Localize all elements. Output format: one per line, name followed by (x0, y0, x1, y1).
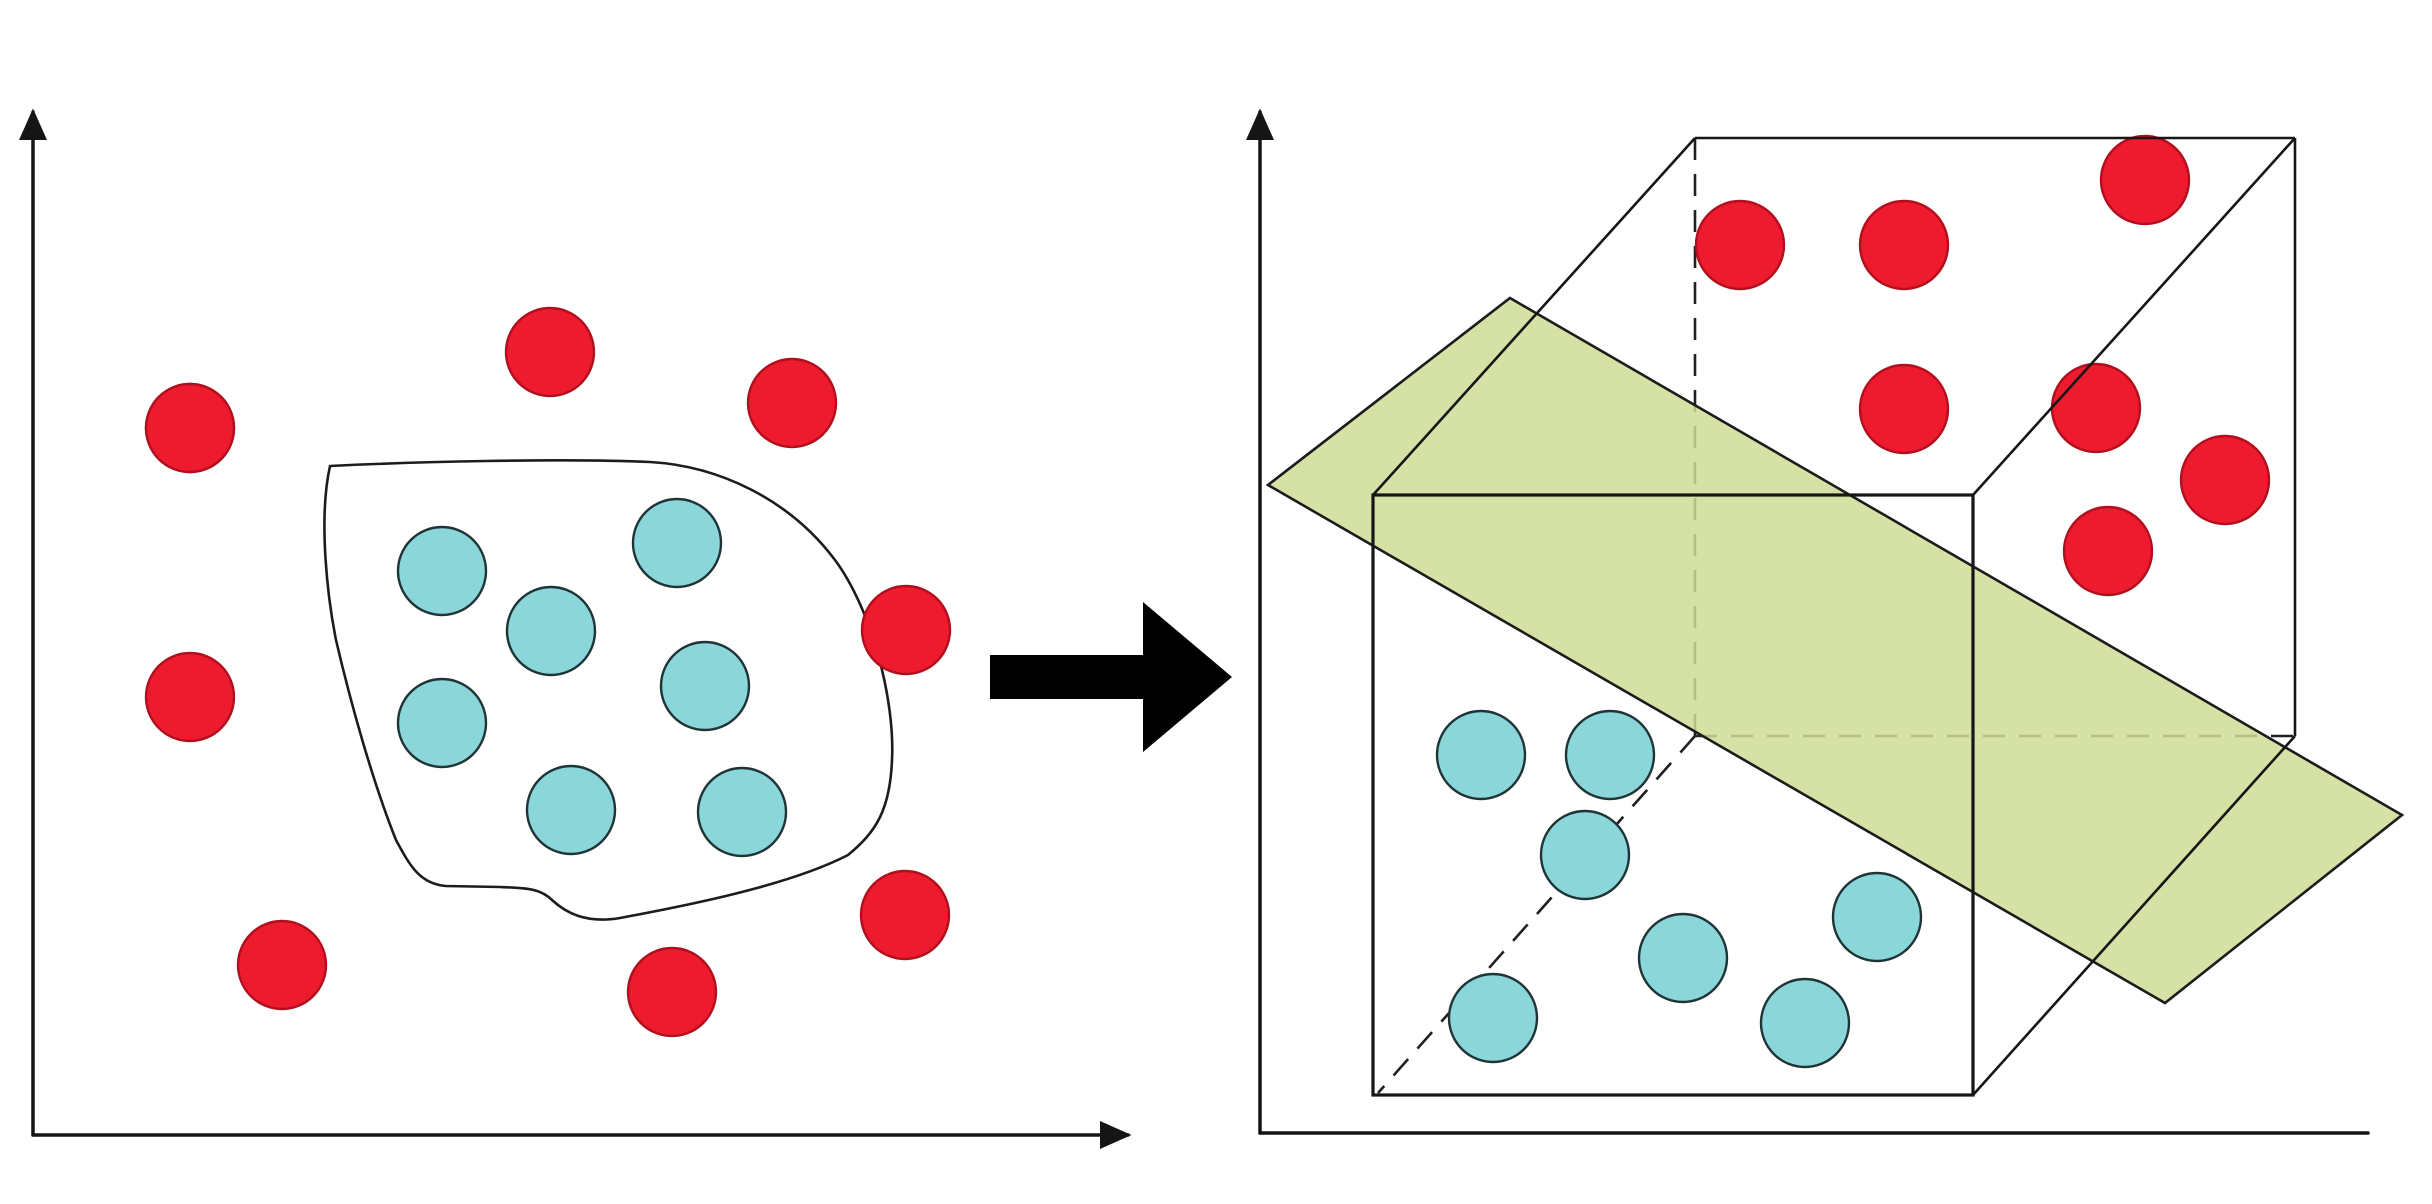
left-class-a-points (144, 306, 952, 1038)
class-b-point (659, 640, 751, 732)
class-b-point (396, 525, 488, 617)
class-b-point (1831, 871, 1923, 963)
right-axes (1246, 108, 2370, 1135)
class-a-point (626, 946, 718, 1038)
right-class-b-points (1435, 709, 1923, 1069)
class-a-point (1858, 199, 1950, 291)
left-class-b-points (396, 497, 788, 858)
right-panel (1246, 108, 2405, 1135)
class-b-point (1435, 709, 1527, 801)
class-b-point (1637, 912, 1729, 1004)
class-a-point (144, 382, 236, 474)
class-a-point (236, 919, 328, 1011)
class-b-point (1447, 972, 1539, 1064)
class-a-point (1858, 363, 1950, 455)
class-a-point (2050, 362, 2142, 454)
class-a-point (2099, 134, 2191, 226)
cube-top-right-depth-edge (1972, 137, 2296, 496)
mapping-arrow (990, 602, 1232, 752)
cube-visible-edges (1371, 136, 2297, 1097)
class-b-point (1539, 809, 1631, 901)
class-b-point (396, 677, 488, 769)
class-a-point (504, 306, 596, 398)
right-class-a-points (1694, 134, 2271, 597)
class-a-point (2179, 434, 2271, 526)
class-a-point (746, 357, 838, 449)
cube-front-face (1371, 493, 1975, 1097)
cube-top-left-depth-edge (1372, 137, 1696, 496)
nonlinear-decision-boundary (323, 459, 894, 921)
class-b-point (505, 585, 597, 677)
class-a-point (859, 869, 951, 961)
class-b-point (696, 766, 788, 858)
class-b-point (1564, 709, 1656, 801)
class-b-point (525, 764, 617, 856)
separating-hyperplane (1265, 296, 2405, 1005)
class-a-point (1694, 199, 1786, 291)
cube-hidden-depth-edge (1377, 735, 1696, 1094)
class-a-point (2062, 505, 2154, 597)
class-a-point (860, 584, 952, 676)
class-b-point (1759, 977, 1851, 1069)
cube-bottom-right-depth-edge (1972, 735, 2296, 1096)
class-b-point (631, 497, 723, 589)
left-axes (19, 108, 1132, 1149)
left-panel (19, 108, 1132, 1149)
class-a-point (144, 651, 236, 743)
